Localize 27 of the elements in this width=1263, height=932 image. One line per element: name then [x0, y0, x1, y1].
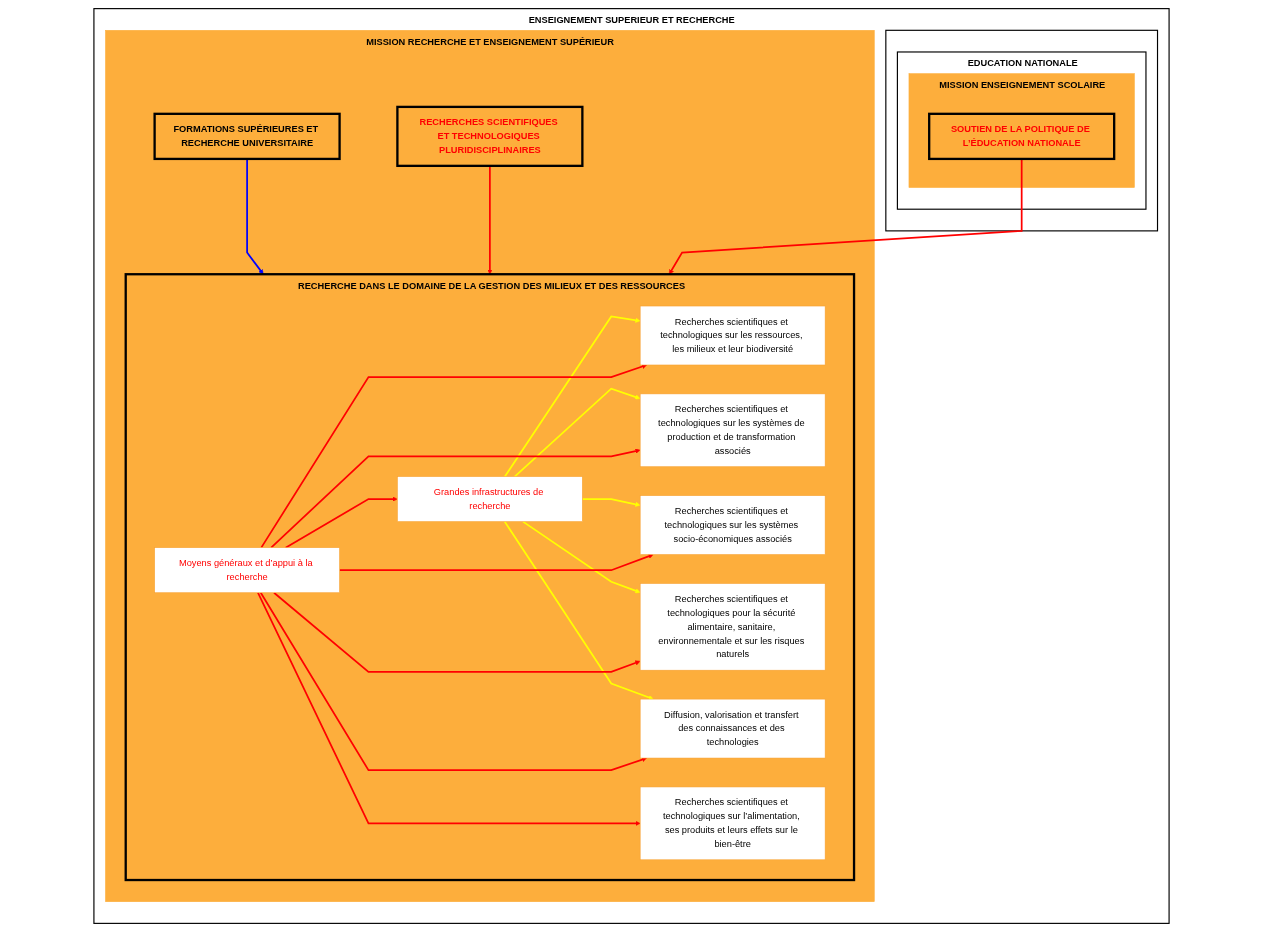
node-box: Diffusion, valorisation et transfert des connaissances et des technologies: [639, 698, 826, 759]
arrow: [260, 364, 647, 549]
arrow: [338, 553, 654, 572]
node-box: Grandes infrastructures de recherche: [397, 476, 583, 522]
arrow: [581, 498, 641, 507]
arrow: [513, 387, 641, 478]
node-box: Recherches scientifiques et technologiques sur les systèmes de production et de transformation associés: [639, 393, 826, 467]
arrow: [669, 158, 1023, 275]
node-box: Recherches scientifiques et technologiques pour la sécurité alimentaire, sanitaire, environnementale et sur les risques naturels: [639, 583, 826, 671]
arrow: [503, 520, 654, 700]
node-box: RECHERCHES SCIENTIFIQUES ET TECHNOLOGIQUES PLURIDISCIPLINAIRES: [396, 105, 584, 167]
node-box: FORMATIONS SUPÉRIEURES ET RECHERCHE UNIVERSITAIRE: [153, 112, 341, 161]
arrow: [259, 591, 647, 772]
arrow: [257, 591, 641, 826]
node-box: Recherches scientifiques et technologiques sur l’alimentation, ses produits et leurs effets sur le bien-être: [639, 786, 826, 861]
arrow: [487, 165, 493, 275]
arrow: [246, 158, 264, 275]
node-box: SOUTIEN DE LA POLITIQUE DE L’ÉDUCATION NATIONALE: [928, 112, 1116, 161]
arrow: [270, 448, 641, 549]
arrow: [284, 496, 398, 549]
node-box: Moyens généraux et d’appui à la recherche: [154, 547, 340, 594]
node-box: Recherches scientifiques et technologiques sur les ressources, les milieux et leur biodiversité: [639, 305, 826, 366]
cluster: [885, 29, 1159, 232]
arrow: [522, 520, 641, 594]
arrow: [273, 591, 641, 673]
arrow: [504, 315, 641, 478]
node-box: Recherches scientifiques et technologiques sur les systèmes socio-économiques associés: [639, 495, 826, 555]
